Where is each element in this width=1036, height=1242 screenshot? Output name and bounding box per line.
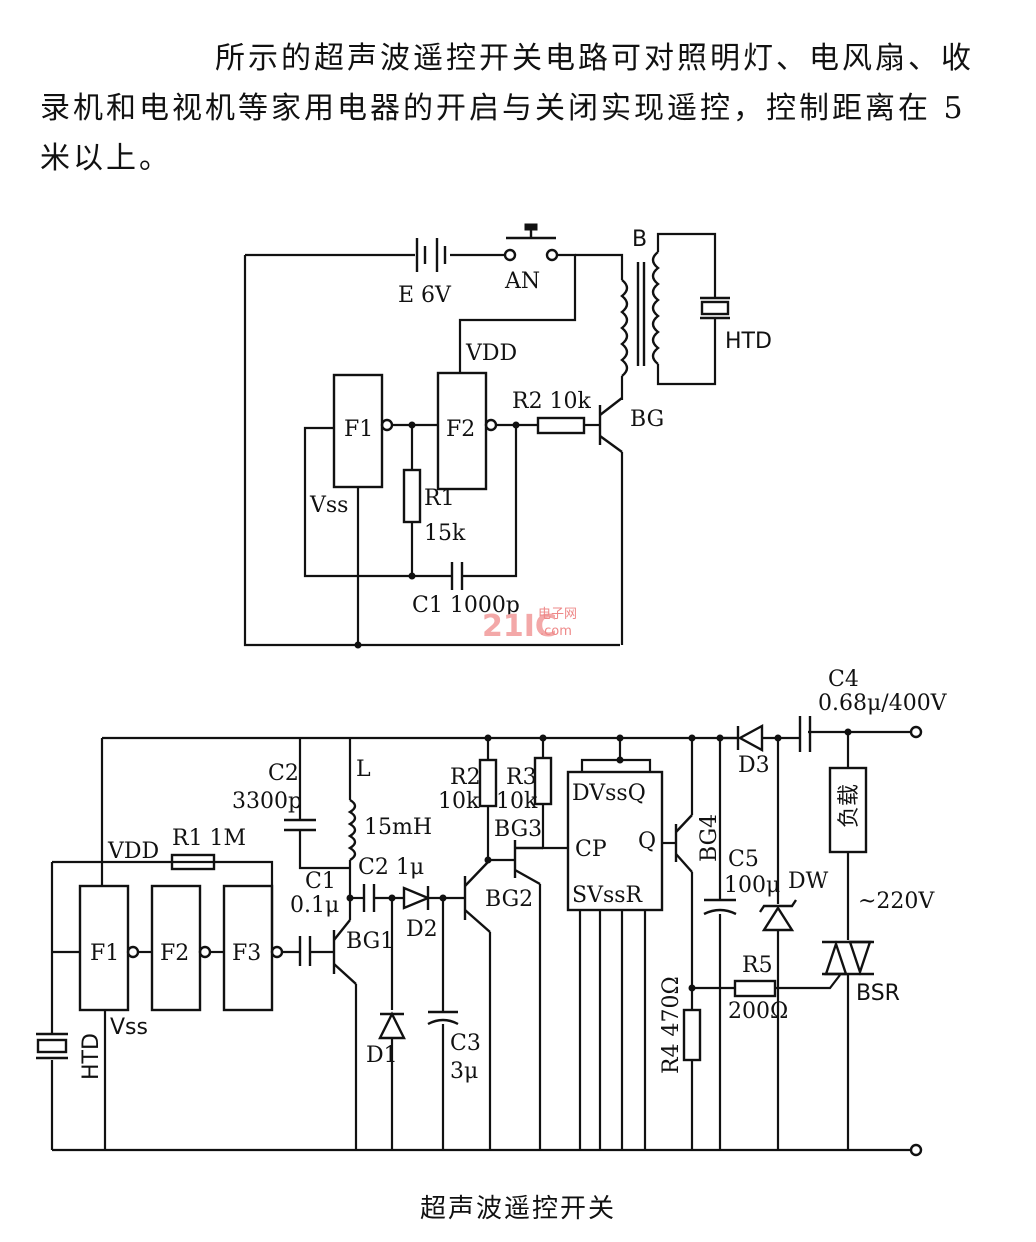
transistor-bg3 [513, 840, 543, 886]
diode-d1 [378, 1011, 406, 1040]
ff-top-pins: DVssQ [572, 781, 646, 806]
receiver-gate-f2-label: F2 [160, 941, 189, 966]
transistor-bg2 [463, 861, 491, 933]
transmitter-circuit: E 6V AN B HTD VDD [243, 223, 772, 649]
d3-label: D3 [738, 753, 770, 778]
inductor-value: 15mH [364, 815, 432, 840]
bg3-label: BG3 [494, 817, 542, 842]
zener-dw [759, 899, 797, 932]
bg4-label: BG4 [697, 814, 722, 862]
c4-value: 0.68μ/400V [818, 691, 948, 716]
dw-label: DW [788, 869, 829, 894]
bg2-label: BG2 [485, 887, 533, 912]
ff-bottom-pins: SVssR [572, 883, 644, 908]
receiver-c2-value: 3300p [232, 789, 302, 814]
resistor-r5 [733, 979, 777, 998]
receiver-transducer-label: HTD [79, 1033, 104, 1080]
c5-value: 100μ [724, 873, 780, 898]
watermark-logo: 21IC [482, 609, 557, 644]
vdd-label: VDD [465, 341, 517, 366]
receiver-resistor-r2 [478, 758, 498, 808]
inductor-name: L [356, 757, 371, 782]
receiver-vss-label: Vss [110, 1015, 148, 1040]
gate-f2-label: F2 [446, 417, 475, 442]
diode-d2 [402, 886, 432, 910]
intro-line-3: 米以上。 [40, 141, 172, 176]
receiver-transducer-symbol [36, 1032, 68, 1060]
diode-d3 [736, 723, 764, 753]
receiver-r1-label: R1 1M [172, 826, 246, 851]
transistor-bg1 [332, 919, 357, 985]
transformer-symbol [620, 251, 660, 377]
vss-label: Vss [309, 493, 348, 518]
transformer-label: B [632, 227, 647, 252]
receiver-c1-value: 0.1μ [290, 893, 339, 918]
mains-label: ~220V [858, 889, 935, 914]
battery-label: E 6V [398, 283, 452, 308]
resistor-r4 [682, 1008, 702, 1062]
push-switch-symbol [503, 223, 559, 262]
transistor-bg4 [674, 814, 693, 873]
load-label: 负载 [837, 784, 862, 828]
receiver-r2-value: 10k [438, 789, 480, 814]
resistor-r1 [402, 468, 422, 524]
inductor-l [347, 798, 357, 862]
figure-caption: 超声波遥控开关 [419, 1194, 616, 1224]
transistor-bg [598, 397, 623, 453]
flip-flop-block [566, 770, 664, 912]
c3-value: 3μ [450, 1059, 478, 1084]
watermark-com: .com [540, 624, 572, 639]
d1-label: D1 [366, 1043, 398, 1068]
receiver-gate-f1-label: F1 [90, 941, 119, 966]
r1-name-label: R1 [424, 486, 455, 511]
c3-name: C3 [450, 1031, 481, 1056]
resistor-r2 [536, 416, 586, 435]
receiver-c2-name: C2 [268, 761, 299, 786]
receiver-resistor-r1 [170, 853, 216, 871]
c5-name: C5 [728, 847, 759, 872]
receiver-gate-f3 [222, 884, 274, 1012]
bg1-label: BG1 [346, 929, 394, 954]
r2-label: R2 10k [512, 389, 592, 414]
ff-cp-pin: CP [575, 837, 607, 862]
watermark: 21IC 电子网 .com [482, 607, 577, 644]
receiver-gate-f3-label: F3 [232, 941, 261, 966]
receiver-vdd-label: VDD [107, 839, 159, 864]
triac-bsr [822, 940, 874, 976]
c4-name: C4 [828, 667, 859, 692]
watermark-site: 电子网 [538, 607, 577, 622]
bsr-label: BSR [856, 981, 900, 1006]
intro-line-2: 录机和电视机等家用电器的开启与关闭实现遥控，控制距离在 5 [40, 91, 966, 126]
r4-label: R4 470Ω [659, 976, 684, 1074]
receiver-gate-f2 [150, 884, 202, 1012]
receiver-r2-name: R2 [450, 765, 481, 790]
gate-f1-label: F1 [344, 417, 373, 442]
receiver-r3-value: 10k [496, 789, 538, 814]
c1-label: C1 1000p [412, 593, 520, 618]
receiver-c1-name: C1 [305, 869, 336, 894]
transistor-label: BG [630, 407, 664, 432]
transducer-label: HTD [725, 329, 772, 354]
r5-name: R5 [742, 953, 773, 978]
gate-f2 [436, 371, 488, 491]
r1-value-label: 15k [424, 521, 466, 546]
battery-symbol [415, 238, 447, 272]
switch-label: AN [504, 269, 540, 294]
receiver-r3-name: R3 [506, 765, 537, 790]
receiver-circuit: HTD R1 1M VDD F1 F2 F3 Vss C1 0.1μ C2 [36, 667, 948, 1157]
ff-q-pin: Q [638, 829, 656, 854]
r5-value: 200Ω [728, 999, 788, 1024]
intro-line-1: 所示的超声波遥控开关电路可对照明灯、电风扇、收 [215, 41, 974, 76]
intro-paragraph: 所示的超声波遥控开关电路可对照明灯、电风扇、收 录机和电视机等家用电器的开启与关… [40, 34, 1000, 184]
d2-label: D2 [406, 917, 438, 942]
cc2-label: C2 1μ [358, 855, 424, 880]
transducer-symbol [700, 296, 730, 320]
receiver-resistor-r3 [533, 756, 553, 806]
